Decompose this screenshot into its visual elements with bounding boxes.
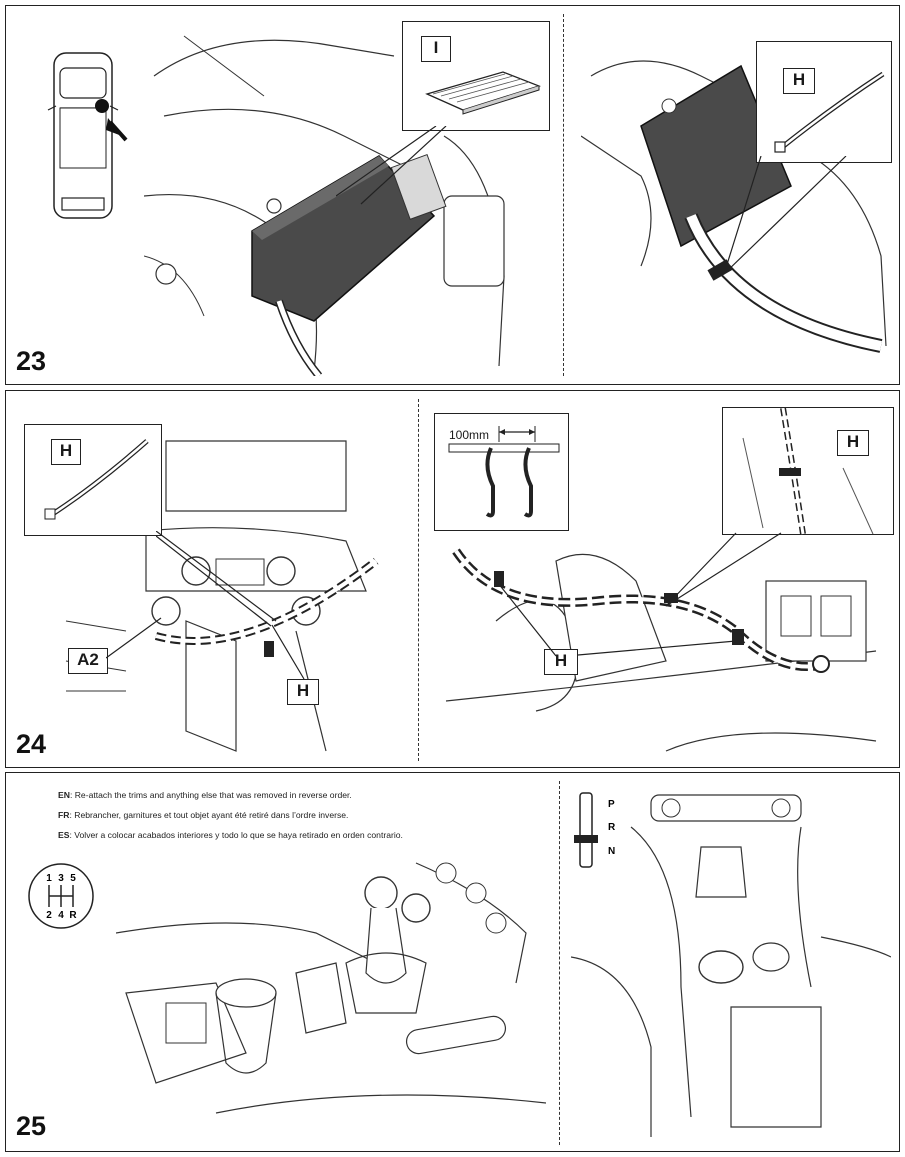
dashboard-interior-drawing	[144, 35, 505, 376]
cable-tie-label-console: H	[287, 679, 319, 705]
step-25-divider	[559, 781, 560, 1145]
callout-leader-left	[156, 531, 277, 627]
step-24-panel: H A2 H 100mm	[5, 390, 900, 768]
automatic-gear-pattern-icon: P R N	[574, 792, 616, 868]
gear-label: 3	[58, 873, 64, 884]
instruction-fr: FR: Rebrancher, garnitures et tout objet…	[58, 810, 349, 820]
part-i-callout: I	[402, 21, 550, 131]
gear-label: R	[69, 910, 77, 921]
manual-console-drawing	[116, 862, 546, 1114]
instruction-es: ES: Volver a colocar acabados interiores…	[58, 830, 403, 840]
tie-leader-console	[271, 624, 305, 680]
automatic-console-drawing	[571, 794, 891, 1137]
inset-leader	[665, 532, 782, 607]
cable-tie-label: H	[783, 68, 815, 94]
tie-location-inset: H	[722, 407, 894, 535]
cable-tie-label-left: H	[51, 439, 81, 465]
gear-label: R	[608, 822, 616, 833]
spacing-diagram-icon	[448, 426, 560, 518]
gear-label: 4	[58, 910, 64, 921]
gear-label: 1	[46, 873, 52, 884]
step-25-panel: EN: Re-attach the trims and anything els…	[5, 772, 900, 1152]
tie-spacing-inset: 100mm	[434, 413, 569, 531]
manual-gear-pattern-icon: 1 3 5 2 4 R	[28, 863, 94, 929]
gear-label: N	[608, 846, 615, 857]
cable-tie-callout-left: H	[24, 424, 162, 536]
instruction-en: EN: Re-attach the trims and anything els…	[58, 790, 352, 800]
callout-i-leader	[336, 126, 447, 205]
gear-label: 5	[70, 873, 76, 884]
step-number: 23	[16, 346, 47, 376]
spacing-measurement: 100mm	[449, 428, 490, 442]
tie-closeup-icon	[742, 408, 874, 535]
cable-tie-icon	[44, 439, 149, 520]
tie-leader-harness	[497, 582, 737, 657]
cable-tie-callout: H	[756, 41, 892, 163]
step-number: 24	[16, 729, 47, 759]
gear-label: 2	[46, 910, 52, 921]
cable-tie-label-harness: H	[544, 649, 578, 675]
vehicle-top-view-icon	[47, 52, 128, 219]
callout-h-leader	[723, 156, 847, 275]
step-number: 25	[16, 1111, 47, 1141]
gear-label: P	[608, 799, 615, 810]
step-23-panel: I H 23	[5, 5, 900, 385]
filter-pad-icon	[425, 71, 541, 115]
connector-leader	[106, 617, 162, 659]
cable-tie-label-inset: H	[837, 430, 869, 456]
connector-a2-label: A2	[68, 648, 108, 674]
step-24-divider	[418, 399, 419, 761]
center-console-drawing	[65, 440, 379, 752]
cable-tie-icon	[774, 71, 885, 153]
step-23-divider	[563, 14, 564, 376]
module-harness-drawing	[581, 60, 887, 353]
part-i-label: I	[421, 36, 451, 62]
